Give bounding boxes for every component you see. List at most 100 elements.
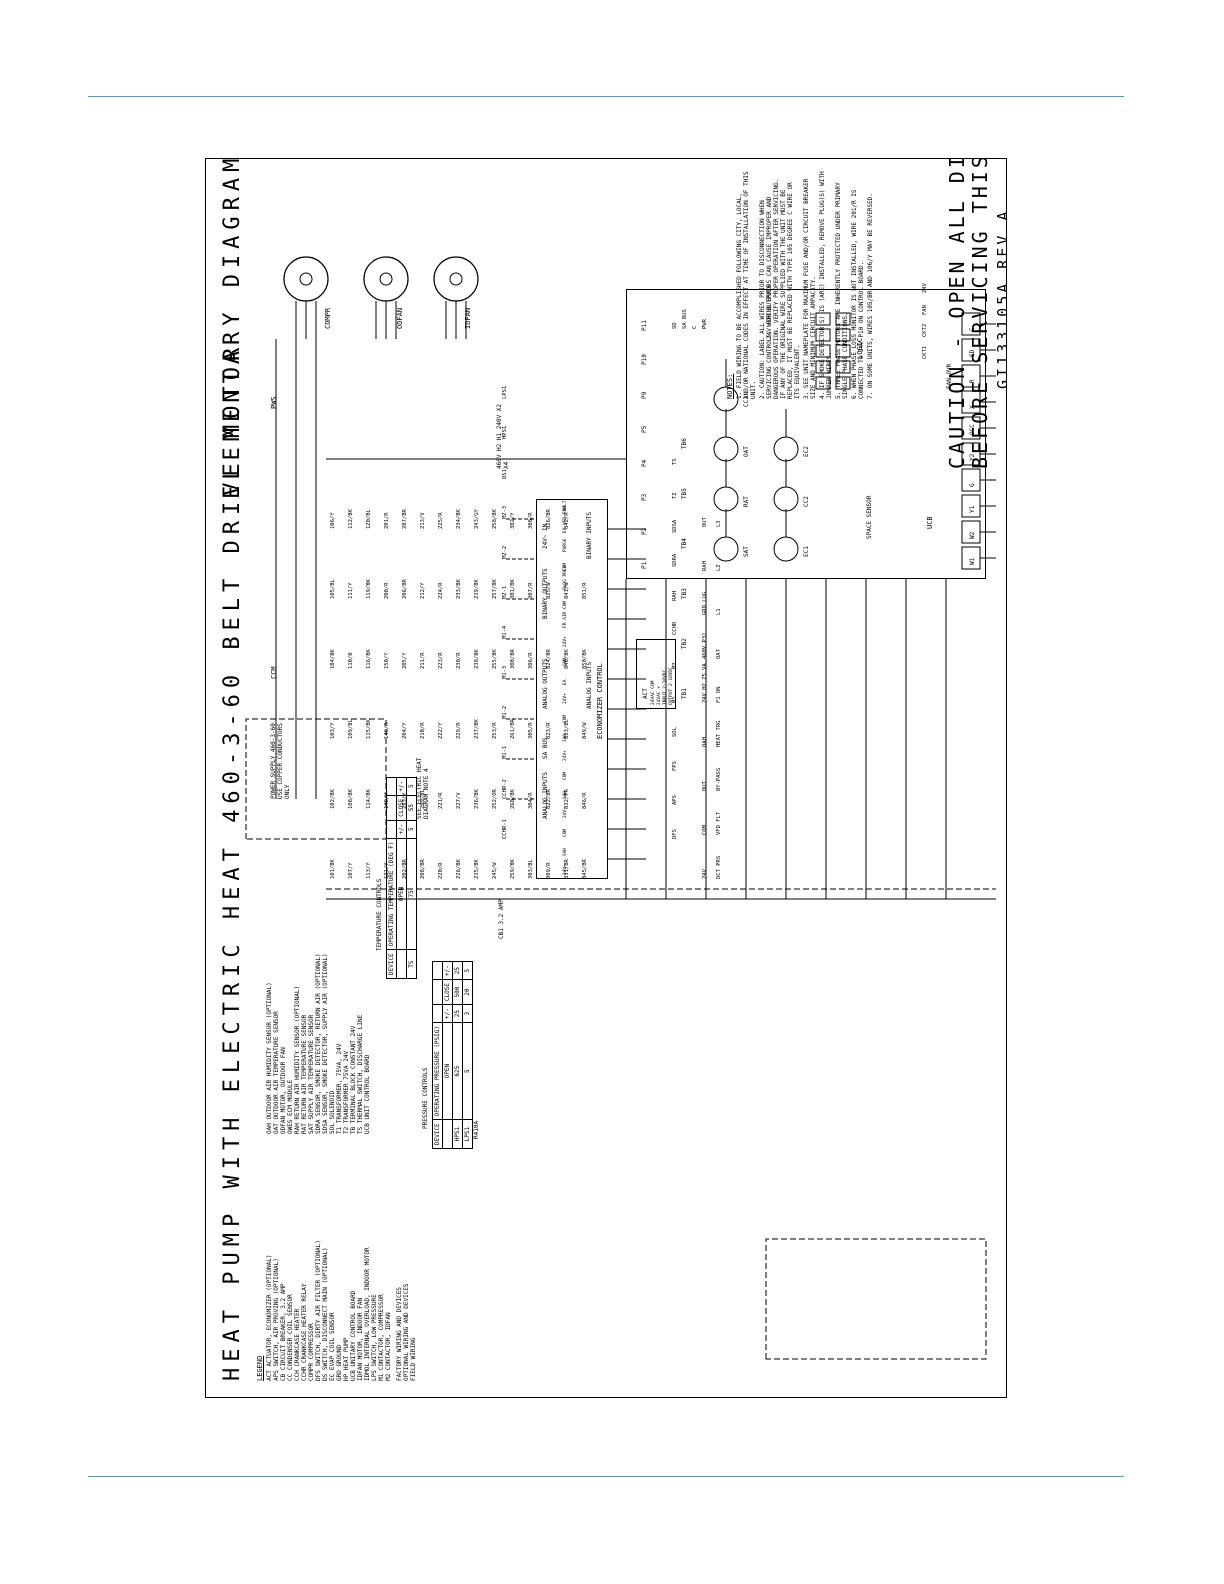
wire-label: M1-2 (502, 706, 508, 719)
sensor-symbol (713, 436, 739, 462)
wire-label: 460V P31 (702, 633, 708, 660)
sensor-symbol (713, 536, 739, 562)
wire-label: M1-4 (502, 625, 508, 639)
document-number: GI133105A REV A (994, 209, 1007, 389)
wire-label: M1 (672, 696, 678, 703)
wire-label: 845/BR (582, 858, 588, 879)
logic-relay (835, 312, 851, 326)
wire-label: TB6 (681, 438, 688, 449)
wire-label: 212/Y (420, 582, 426, 599)
wire-label: 230/R (456, 652, 462, 669)
wire-label: TB5 (681, 488, 688, 499)
wire-label: Y1 (969, 505, 976, 513)
wire-label: 204/Y (402, 722, 408, 739)
logic-relay (835, 328, 851, 342)
wire-label: CC2 (803, 496, 810, 507)
wire-label: M2-1 (502, 586, 508, 599)
wire-label: 223/R (438, 652, 444, 669)
logic-relay (815, 360, 831, 374)
wire-label: OAT (743, 446, 750, 457)
wire-label: 116/BK (366, 648, 372, 669)
wire-label: F1 ON (716, 686, 722, 703)
wire-label: PWR (702, 318, 708, 329)
wire-label: BLDG PRES (562, 565, 568, 590)
sensor-symbol (713, 386, 739, 412)
wire-label: 831/BR (564, 858, 570, 879)
wire-label: P10 (641, 354, 648, 365)
wire-label: IAQ (562, 734, 568, 742)
wire-label: COM (562, 658, 568, 666)
wire-label: 200/R (384, 582, 390, 599)
wire-label: M2-2 (502, 546, 508, 559)
wire-label: 253/R (492, 722, 498, 739)
wire-label: TB2 (681, 638, 688, 649)
wire-label: 260/BK (510, 788, 516, 809)
wire-label: R410A (473, 1121, 480, 1139)
motor-symbol (449, 272, 463, 286)
wire-label: C (969, 327, 976, 331)
wire-label: M1-1 (502, 746, 508, 759)
wire-label: 221/R (438, 792, 444, 809)
wire-label: 112/BK (348, 508, 354, 529)
wire-label: EC1 (803, 546, 810, 557)
optional-smoke-detector-box (765, 1238, 987, 1360)
wire-label: 301/BK (510, 578, 516, 599)
wire-label: 846/R (582, 792, 588, 809)
caution-line-2: BEFORE SERVICING THIS UNIT (968, 158, 992, 469)
wire-label: COM (702, 824, 708, 835)
wire-label: COM (562, 772, 568, 780)
wire-label: 24V+ (562, 636, 568, 647)
wire-label: FAN (922, 305, 928, 315)
wire-label: 252/OR (492, 788, 498, 809)
wire-label: 24V~ (562, 864, 568, 875)
wire-label: 102/BK (330, 788, 336, 809)
wire-label: 213/V (420, 512, 426, 529)
wire-label: COM (562, 715, 568, 723)
sensor-symbol (773, 486, 799, 512)
logic-relay (815, 344, 831, 358)
wire-label: BY-PASS (716, 768, 722, 791)
wire-label: 822/BR (546, 788, 552, 809)
wire-label: 101/BK (330, 858, 336, 879)
wire-label: 849/W (582, 722, 588, 739)
optional-disconnect-box (245, 718, 387, 840)
wire-label: 24V H2 75 VA (702, 663, 708, 703)
wire-label: 850/BK (582, 648, 588, 669)
wire-label: RAH (672, 591, 678, 601)
wire-label: 833/BL (564, 718, 570, 739)
wire-label: 106/Y (330, 512, 336, 529)
wire-label: 227/V (456, 792, 462, 809)
wire-label: 226/BK (456, 858, 462, 879)
logic-relay (815, 312, 831, 326)
wire-label: 150/Y (384, 652, 390, 669)
wire-label: HPS1 (502, 426, 508, 439)
wire-label: 103/Y (330, 722, 336, 739)
sensor-symbol (773, 536, 799, 562)
wire-label: 146/R (384, 722, 390, 739)
wire-label: 300/BR (510, 648, 516, 669)
wire-label: OAT (716, 648, 722, 659)
wire-label: GRD LUG (702, 592, 708, 615)
wire-label: 832/PR (564, 788, 570, 809)
wire-label: 261/BR (510, 718, 516, 739)
wire-label: RAH (702, 561, 708, 571)
wire-label: 239/BK (474, 578, 480, 599)
wire-label: OAH (702, 737, 708, 747)
wire-label: 24V (702, 868, 708, 879)
wire-label: L2 (716, 564, 722, 571)
wire-label: M1-3 (502, 666, 508, 679)
wire-label: 259/BK (510, 858, 516, 879)
wire-label: DFS (672, 829, 678, 839)
wire-label: HEAT TRG (716, 721, 722, 748)
wire-label: 235/BK (474, 858, 480, 879)
wire-label: 233/BK (456, 578, 462, 599)
wire-label: L3 (716, 520, 722, 527)
wire-label: 305/R (528, 722, 534, 739)
logic-relay (835, 344, 851, 358)
wire-label: W1 (969, 557, 976, 565)
wire-label: 224/R (438, 582, 444, 599)
wire-label: 303/BL (528, 858, 534, 879)
wire-label: OUT (702, 516, 708, 527)
motor-symbol (433, 256, 479, 302)
wire-label: 114/BK (366, 788, 372, 809)
